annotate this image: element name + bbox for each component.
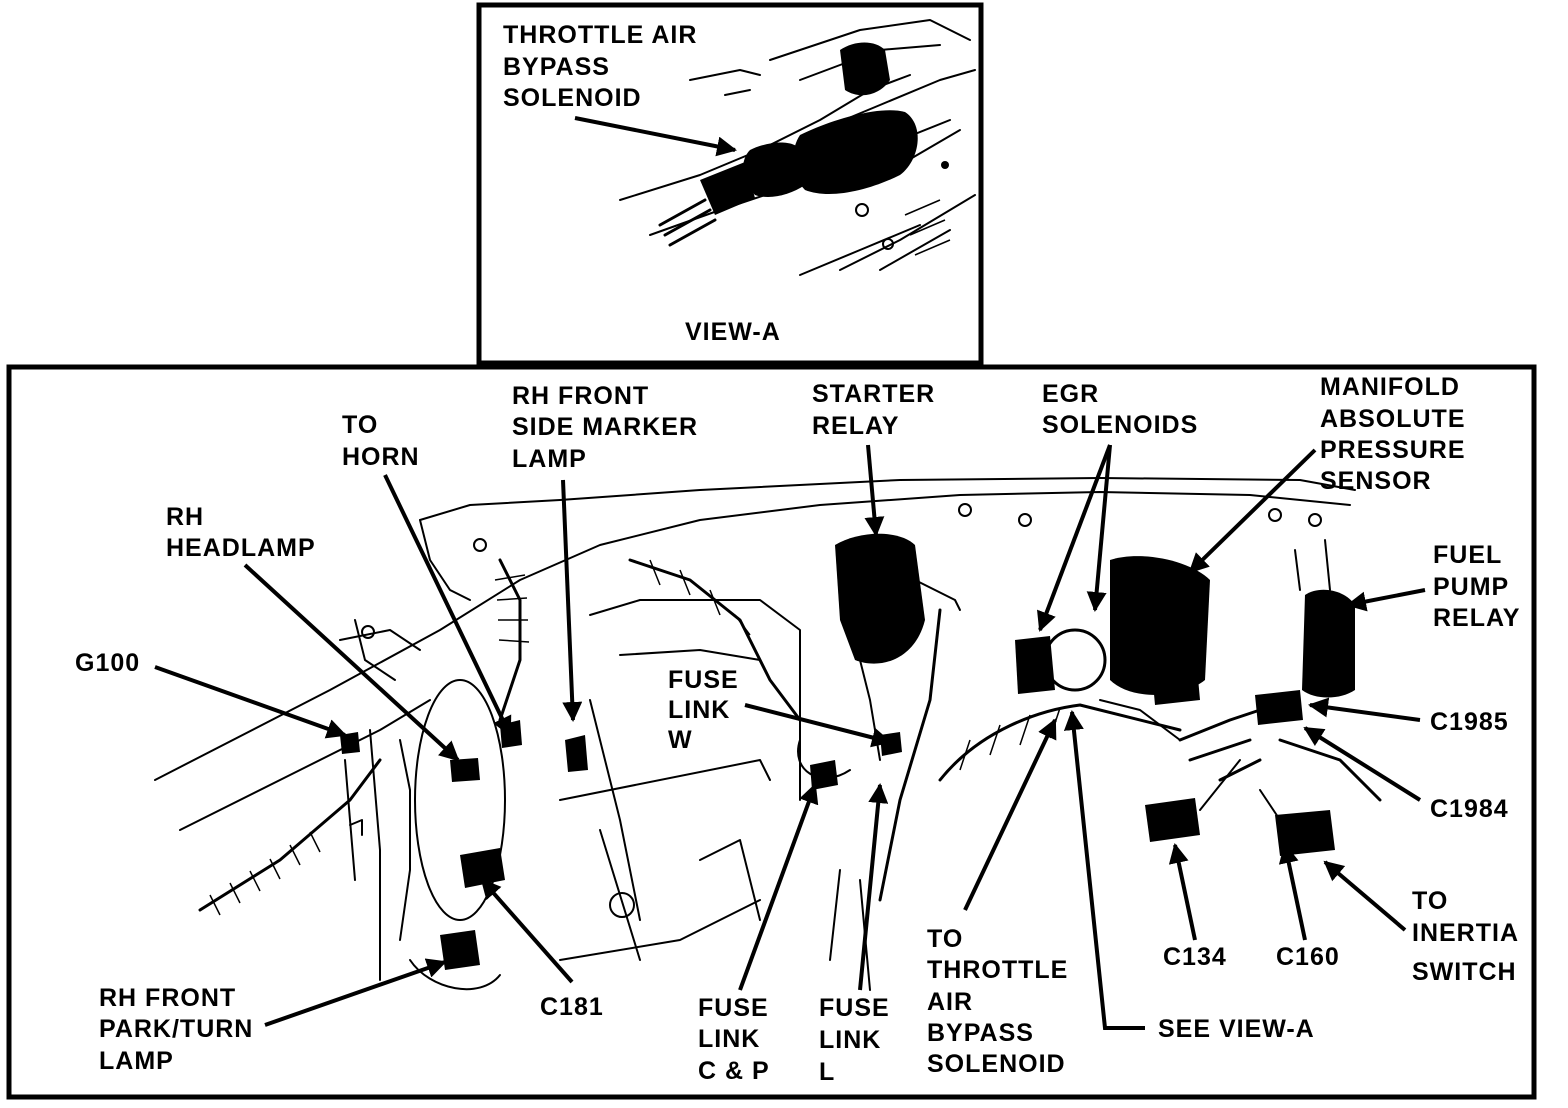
label-fuse-link-l: FUSE LINK L	[819, 994, 898, 1086]
view-a-callout-label: THROTTLE AIR BYPASS SOLENOID	[503, 21, 705, 112]
arrow-c160	[1278, 843, 1307, 941]
arrow-c1985	[1308, 697, 1421, 722]
view-a-title: VIEW-A	[685, 318, 781, 346]
main-view: TO HORN RH HEADLAMP RH FRONT SIDE MARKER…	[6, 364, 1537, 1100]
label-egr-solenoids: EGR SOLENOIDS	[1042, 380, 1198, 439]
main-view-frame	[6, 364, 1537, 1100]
arrow-egr-solenoid-2	[1086, 444, 1112, 612]
arrow-starter-relay	[864, 444, 885, 537]
arrow-egr-solenoid-1	[1037, 444, 1112, 632]
label-to-throttle-air-bypass-solenoid: TO THROTTLE AIR BYPASS SOLENOID	[927, 925, 1076, 1078]
arrow-to-throttle-air-bypass-solenoid	[963, 718, 1057, 911]
arrow-fuel-pump-relay	[1346, 588, 1426, 612]
engine-compartment-drawing	[154, 477, 1382, 991]
arrow-rh-front-park-turn-lamp	[264, 958, 447, 1027]
label-c134: C134	[1163, 943, 1227, 971]
arrow-fuse-link-l	[858, 783, 889, 991]
label-fuse-link-w: FUSE LINK W	[668, 666, 747, 754]
label-c160: C160	[1276, 943, 1340, 971]
view-a-callout-arrow	[574, 116, 737, 157]
arrow-map-sensor	[1188, 448, 1317, 574]
label-starter-relay: STARTER RELAY	[812, 380, 943, 440]
label-fuse-link-c-p: FUSE LINK C & P	[698, 994, 777, 1085]
arrow-to-horn	[383, 474, 512, 737]
arrow-c1984	[1303, 726, 1422, 802]
label-manifold-absolute-pressure-sensor: MANIFOLD ABSOLUTE PRESSURE SENSOR	[1320, 373, 1474, 495]
arrow-see-view-a	[1063, 710, 1145, 1030]
label-fuel-pump-relay: FUEL PUMP RELAY	[1433, 541, 1520, 632]
arrow-rh-headlamp	[243, 563, 460, 762]
label-rh-front-park-turn-lamp: RH FRONT PARK/TURN LAMP	[99, 984, 261, 1075]
arrow-g100	[154, 665, 347, 739]
throttle-air-bypass-solenoid-drawing	[619, 19, 976, 276]
label-c1985: C1985	[1430, 708, 1509, 736]
label-to-inertia-switch: TO INERTIA SWITCH	[1412, 887, 1526, 986]
arrow-fuse-link-w	[744, 703, 892, 748]
label-rh-headlamp: RH HEADLAMP	[166, 503, 316, 562]
label-c181: C181	[540, 993, 604, 1021]
view-a-frame	[476, 2, 984, 366]
arrow-c181	[480, 878, 574, 984]
view-a-inset: THROTTLE AIR BYPASS SOLENOID VIEW-A	[476, 2, 984, 366]
arrow-fuse-link-c-p	[738, 783, 819, 991]
label-see-view-a: SEE VIEW-A	[1158, 1015, 1315, 1043]
arrow-to-inertia-switch	[1323, 860, 1407, 932]
label-to-horn: TO HORN	[342, 411, 420, 471]
label-g100: G100	[75, 649, 140, 677]
label-rh-front-side-marker-lamp: RH FRONT SIDE MARKER LAMP	[512, 382, 706, 473]
arrow-c134	[1168, 843, 1197, 941]
label-c1984: C1984	[1430, 795, 1509, 823]
arrow-rh-front-side-marker-lamp	[561, 479, 583, 722]
